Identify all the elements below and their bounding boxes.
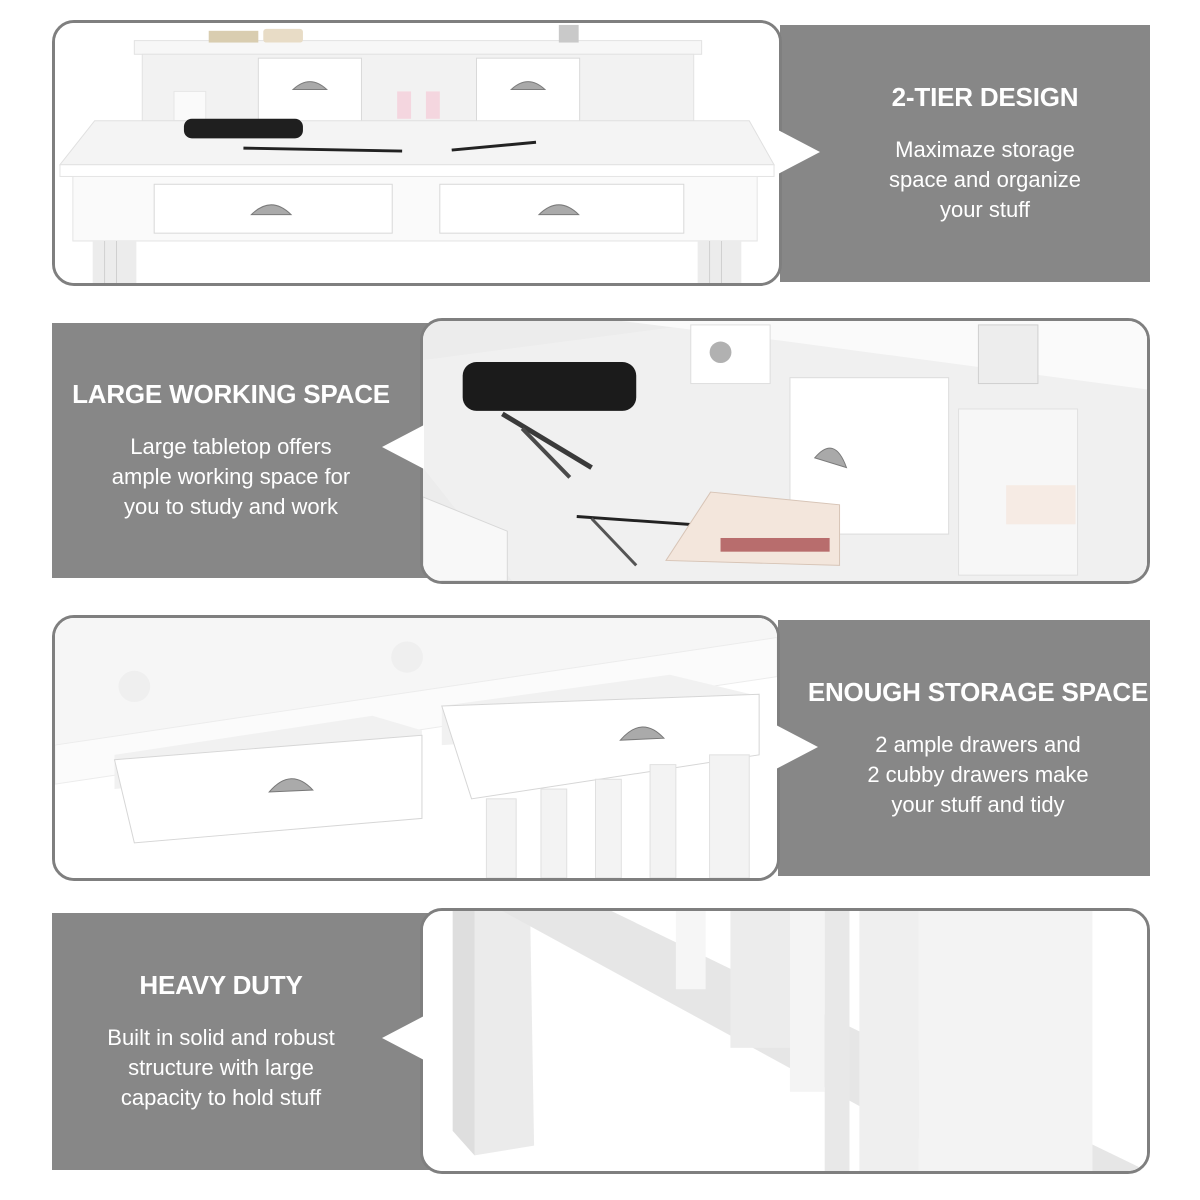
- arrow-notch-icon: [778, 130, 820, 174]
- feature-title: HEAVY DUTY: [139, 970, 303, 1000]
- product-photo-two-tier: [52, 20, 782, 286]
- arrow-notch-icon: [382, 1016, 424, 1060]
- feature-description: 2 ample drawers and 2 cubby drawers make…: [867, 731, 1089, 817]
- feature-title: ENOUGH STORAGE SPACE: [807, 676, 1149, 707]
- feature-panel-two-tier: 2-TIER DESIGN Maximaze storage space and…: [780, 25, 1150, 282]
- arrow-notch-icon: [776, 725, 818, 769]
- feature-panel-storage: ENOUGH STORAGE SPACE 2 ample drawers and…: [778, 620, 1150, 876]
- feature-title: LARGE WORKING SPACE: [72, 379, 390, 409]
- feature-description: Large tabletop offers ample working spac…: [111, 434, 351, 519]
- feature-description: Built in solid and robust structure with…: [107, 1025, 335, 1110]
- legs-illustration: [423, 911, 1147, 1171]
- feature-panel-working-space: LARGE WORKING SPACE Large tabletop offer…: [52, 323, 430, 578]
- tabletop-illustration: [423, 321, 1147, 581]
- product-photo-storage: [52, 615, 780, 881]
- feature-description: Maximaze storage space and organize your…: [888, 137, 1082, 222]
- desk-hutch-illustration: [55, 23, 779, 283]
- product-photo-heavy-duty: [420, 908, 1150, 1174]
- feature-title: 2-TIER DESIGN: [891, 82, 1079, 112]
- open-drawers-illustration: [55, 618, 777, 878]
- feature-panel-heavy-duty: HEAVY DUTY Built in solid and robust str…: [52, 913, 430, 1170]
- product-photo-working-space: [420, 318, 1150, 584]
- arrow-notch-icon: [382, 425, 424, 469]
